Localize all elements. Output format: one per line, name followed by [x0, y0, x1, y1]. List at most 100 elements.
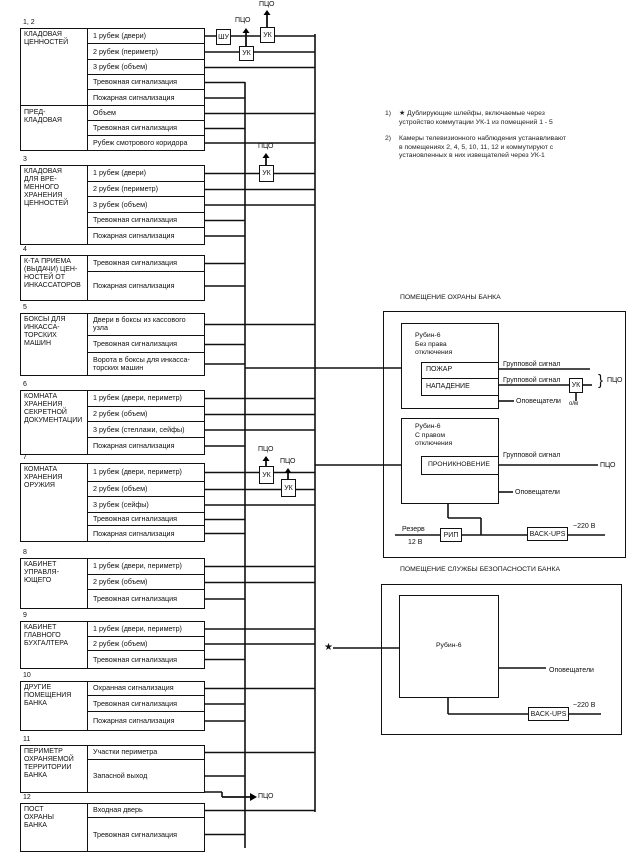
rip-device: РИП: [440, 528, 462, 542]
pco-label: ПЦО: [600, 462, 616, 469]
note-number: 2): [385, 135, 392, 142]
section-box: [20, 745, 205, 793]
detector-loop: Рубеж смотрового коридора: [93, 138, 188, 147]
fire-zone: ПОЖАР: [422, 363, 498, 379]
section-number: 4: [23, 246, 27, 253]
detector-loop: Тревожная сигнализация: [93, 654, 178, 664]
detector-loop: 1 рубеж (двери): [88, 165, 205, 182]
panel-label: Рубин-6 Без права отключения: [415, 332, 453, 356]
pco-label: ПЦО: [280, 458, 296, 465]
detector-loop: Тревожная сигнализация: [88, 696, 205, 712]
panel-label: Рубин-6 С правом отключения: [415, 423, 453, 447]
detector-loop: Пожарная сигнализация: [93, 528, 175, 538]
detector-loop: Объем: [88, 106, 205, 121]
group-signal-label: Групповой сигнал: [503, 377, 561, 384]
section-box: [20, 255, 205, 301]
room-name: КОМНАТА ХРАНЕНИЯ ОРУЖИЯ: [20, 463, 88, 541]
section-number: 1, 2: [23, 19, 35, 26]
detector-loop: Тревожная сигнализация: [88, 255, 205, 272]
pco-label: ПЦО: [258, 793, 274, 800]
section-box: [20, 313, 205, 376]
section-box: [20, 803, 205, 852]
section-box: [20, 558, 205, 609]
section-box: [20, 463, 205, 542]
detector-loop: Двери в боксы из кассового узла: [88, 313, 205, 336]
group-signal-label: Групповой сигнал: [503, 452, 561, 459]
note-text: Камеры телевизионного наблюдения устанав…: [399, 135, 567, 159]
backups-device: BACK-UPS: [527, 527, 568, 541]
star-marker: ★: [324, 642, 333, 653]
arrow-head: [284, 468, 292, 473]
notifiers-label: Оповещатели: [516, 398, 561, 405]
detector-loop: 2 рубеж (объем): [88, 637, 205, 651]
detector-loop: 1 рубеж (двери, периметр): [88, 558, 205, 575]
detector-loop: Пожарная сигнализация: [93, 281, 175, 290]
detector-loop: Тревожная сигнализация: [88, 213, 205, 228]
pco-label: ПЦО: [259, 1, 275, 8]
voltage-label: 12 В: [408, 539, 423, 546]
pco-label: ПЦО: [607, 377, 623, 384]
detector-loop: Ворота в боксы для инкасса- торских маши…: [93, 355, 190, 372]
detector-loop: Тревожная сигнализация: [93, 594, 178, 603]
notes: 1) ★ Дублирующие шлейфы, включаемые через…: [385, 110, 566, 169]
section-number: 6: [23, 381, 27, 388]
section-number: 9: [23, 612, 27, 619]
room-name: КОМНАТА ХРАНЕНИЯ СЕКРЕТНОЙ ДОКУМЕНТАЦИИ: [20, 390, 88, 454]
detector-loop: 3 рубеж (объем): [88, 60, 205, 75]
detector-loop: Тревожная сигнализация: [88, 75, 205, 90]
voltage-label: ~220 В: [573, 702, 596, 709]
detector-loop: Пожарная сигнализация: [88, 90, 205, 106]
detector-loop: 2 рубеж (объем): [88, 575, 205, 590]
arrow-head: [242, 28, 250, 33]
room-name: КЛАДОВАЯ ДЛЯ ВРЕ- МЕННОГО ХРАНЕНИЯ ЦЕННО…: [20, 165, 88, 244]
detector-loop: Пожарная сигнализация: [93, 231, 175, 240]
backups-device: BACK-UPS: [528, 707, 569, 721]
note-text: ★ Дублирующие шлейфы, включаемые через у…: [399, 110, 553, 126]
arrow-head: [262, 456, 270, 461]
uk-device: УК: [259, 466, 274, 484]
detector-loop: Охранная сигнализация: [88, 681, 205, 696]
room-name: ПРЕД- КЛАДОВАЯ: [20, 106, 88, 150]
detector-loop: Тревожная сигнализация: [88, 513, 205, 526]
intrusion-zone: ПРОНИКНОВЕНИЕ: [421, 456, 499, 475]
uk-device: УК: [569, 378, 583, 393]
section-number: 11: [23, 736, 31, 743]
section-number: 8: [23, 549, 27, 556]
arrow-head: [262, 153, 270, 158]
pco-label: ПЦО: [235, 17, 251, 24]
note-number: 1): [385, 110, 392, 117]
room-name: ПОСТ ОХРАНЫ БАНКА: [20, 803, 88, 851]
detector-loop: 1 рубеж (двери, периметр): [88, 621, 205, 637]
detector-loop: 2 рубеж (объем): [88, 407, 205, 422]
rubin-panel: Рубин-6: [399, 595, 499, 698]
section-number: 10: [23, 672, 31, 679]
brace: }: [598, 372, 604, 389]
detector-loop: 1 рубеж (двери, периметр): [88, 390, 205, 407]
detector-loop: 1 рубеж (двери, периметр): [88, 463, 205, 482]
panel-label: Рубин-6: [436, 642, 462, 649]
security-room-frame: [381, 584, 622, 735]
uk-device: УК: [281, 479, 296, 497]
om-label: о/м: [569, 401, 579, 407]
detector-loop: 3 рубеж (стеллажи, сейфы): [88, 422, 205, 438]
section-box: [20, 165, 205, 245]
arrow-head: [250, 793, 257, 801]
pco-label: ПЦО: [258, 446, 274, 453]
detector-loop: Тревожная сигнализация: [88, 336, 205, 353]
shu-device: ШУ: [216, 29, 231, 45]
security-room-title: ПОМЕЩЕНИЕ СЛУЖБЫ БЕЗОПАСНОСТИ БАНКА: [400, 566, 560, 573]
detector-loop: 1 рубеж (двери): [88, 28, 205, 44]
pco-label: ПЦО: [258, 143, 274, 150]
room-name: БОКСЫ ДЛЯ ИНКАССА- ТОРСКИХ МАШИН: [20, 313, 88, 375]
detector-loop: Пожарная сигнализация: [93, 716, 175, 725]
detector-loop: 2 рубеж (периметр): [88, 44, 205, 60]
detector-loop: Тревожная сигнализация: [88, 121, 205, 136]
room-name: КАБИНЕТ УПРАВЛЯ- ЮЩЕГО: [20, 558, 88, 608]
section-number: 12: [23, 794, 31, 801]
detector-loop: 3 рубеж (объем): [88, 197, 205, 213]
detector-loop: 2 рубеж (объем): [88, 482, 205, 497]
room-name: КАБИНЕТ ГЛАВНОГО БУХГАЛТЕРА: [20, 621, 88, 668]
uk-device: УК: [260, 27, 275, 43]
room-name: К-ТА ПРИЕМА (ВЫДАЧИ) ЦЕН- НОСТЕЙ ОТ ИНКА…: [20, 255, 88, 300]
attack-zone: НАПАДЕНИЕ: [426, 383, 470, 390]
